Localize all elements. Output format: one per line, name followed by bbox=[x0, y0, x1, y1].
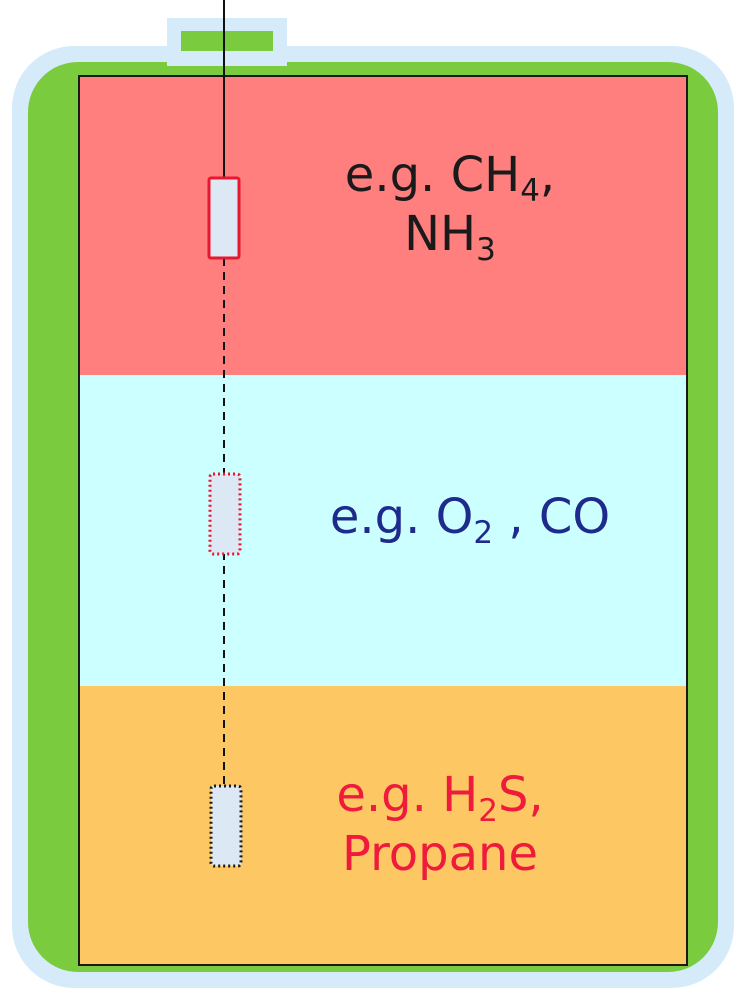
sensor-top bbox=[207, 176, 241, 260]
label-heavy-line-2: Propane bbox=[342, 825, 538, 882]
label-heavy-line-1: e.g. H2S, bbox=[336, 767, 544, 829]
sensor-middle bbox=[208, 472, 242, 556]
label-light-line-1: e.g. CH4, bbox=[344, 147, 556, 209]
label-light-line-2: NH3 bbox=[404, 205, 496, 268]
label-light-gases: e.g. CH4, NH3 bbox=[300, 146, 600, 268]
gas-layer-heavy bbox=[78, 686, 688, 966]
label-middle-gases: e.g. O2 , CO bbox=[329, 489, 611, 551]
gas-layer-light bbox=[78, 75, 688, 377]
sensor-bottom bbox=[209, 784, 243, 868]
label-heavy-gases: e.g. H2S, Propane bbox=[290, 766, 590, 883]
tank-cap bbox=[181, 31, 273, 51]
gas-layer-middle bbox=[78, 375, 688, 688]
